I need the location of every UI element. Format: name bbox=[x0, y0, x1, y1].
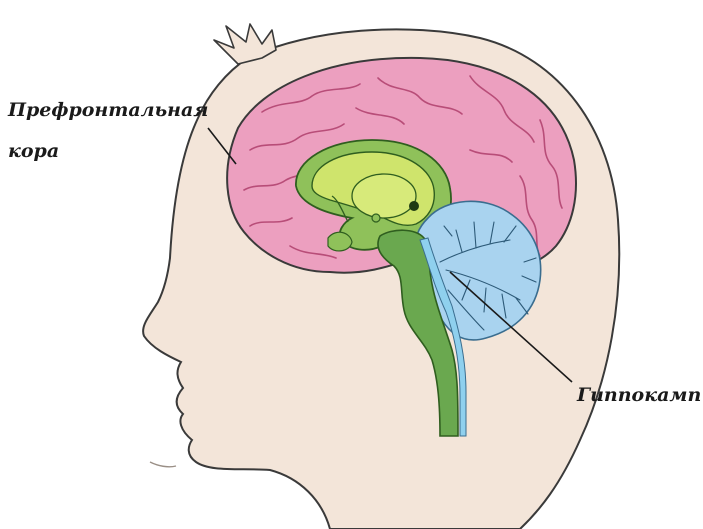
chin-mark bbox=[150, 462, 176, 467]
optic-region bbox=[328, 232, 352, 251]
pineal-body bbox=[409, 201, 419, 211]
thalamus bbox=[352, 174, 416, 218]
mammillary-body bbox=[372, 214, 380, 222]
prefrontal-cortex-label-line2: кора bbox=[8, 142, 59, 161]
hippocampus-label: Гиппокамп bbox=[577, 386, 701, 405]
prefrontal-cortex-label-line1: Префронтальная bbox=[8, 101, 208, 120]
